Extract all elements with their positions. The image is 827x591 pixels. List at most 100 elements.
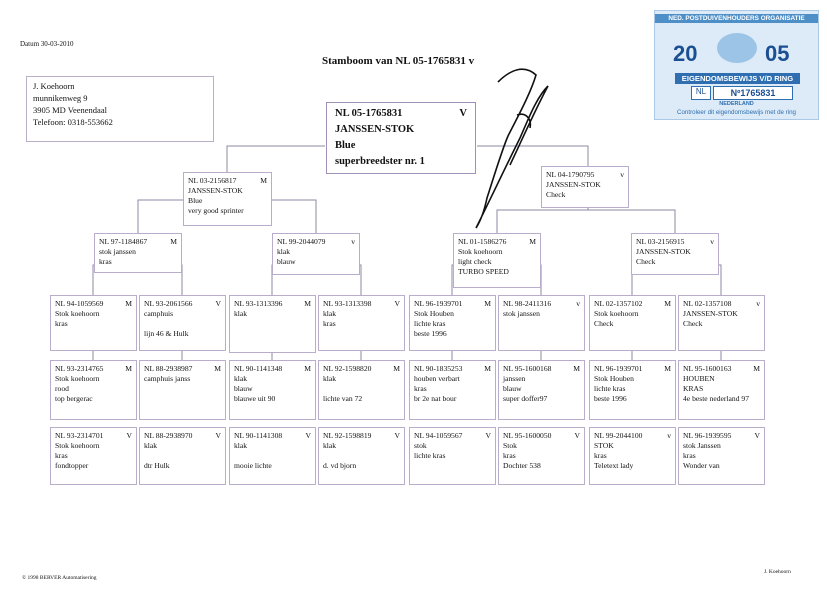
card-sex: V	[485, 431, 491, 440]
card-sex: v	[351, 237, 355, 246]
card-line: kras	[594, 451, 607, 460]
card-sex: v	[667, 431, 671, 440]
date-label: Datum 30-03-2010	[20, 40, 74, 48]
card-sex: V	[394, 431, 400, 440]
card-line: very good sprinter	[188, 206, 244, 215]
card-line: kras	[683, 451, 696, 460]
main-bird-remark: superbreedster nr. 1	[335, 156, 425, 167]
card-line	[323, 451, 400, 461]
card-ring: NL 98-2411316	[503, 299, 552, 308]
certificate-year-part-1: 20	[673, 41, 698, 66]
card-line	[234, 451, 311, 461]
card-ring: NL 96-1939595	[683, 431, 732, 440]
card-line: camphuis	[144, 309, 174, 318]
card-line: klak	[144, 441, 158, 450]
card-line: beste 1996	[594, 394, 627, 403]
owner-street: munnikenweg 9	[33, 93, 88, 103]
card-line: kras	[55, 451, 68, 460]
pedigree-card-great-grandparent: NL 98-2411316 v stok janssen	[498, 295, 585, 351]
card-sex: V	[394, 299, 400, 308]
card-sex: M	[753, 364, 760, 373]
card-sex: M	[304, 364, 311, 373]
card-line: lichte kras	[414, 319, 446, 328]
card-line	[144, 319, 221, 329]
card-ring: NL 90-1141308	[234, 431, 283, 440]
card-line: Wonder van	[683, 461, 720, 470]
card-line: super doffer97	[503, 394, 548, 403]
card-sex: M	[664, 299, 671, 308]
card-sex: M	[214, 364, 221, 373]
card-line: Stok koehoorn	[55, 441, 100, 450]
main-bird-strain: JANSSEN-STOK	[335, 124, 415, 135]
card-ring: NL 95-1600050	[503, 431, 552, 440]
card-line: TURBO SPEED	[458, 267, 509, 276]
card-ring: NL 97-1184867	[99, 237, 148, 246]
card-line: stok Janssen	[683, 441, 721, 450]
card-ring: NL 03-2156915	[636, 237, 685, 246]
card-sex: M	[484, 299, 491, 308]
card-line: Check	[594, 319, 614, 328]
certificate-region: NEDERLAND	[719, 101, 754, 107]
card-sex: v	[756, 299, 760, 308]
card-line: janssen	[503, 374, 526, 383]
owner-name: J. Koehoorn	[33, 81, 75, 91]
card-line: klak	[277, 247, 291, 256]
card-line: klak	[234, 374, 248, 383]
card-line: stok janssen	[503, 309, 540, 318]
card-sex: M	[260, 176, 267, 185]
owner-phone: Telefoon: 0318-553662	[33, 117, 113, 127]
card-line: kras	[414, 384, 427, 393]
card-sex: M	[664, 364, 671, 373]
card-ring: NL 02-1357108	[683, 299, 732, 308]
card-ring: NL 95-1600163	[683, 364, 732, 373]
card-line: br 2e nat bour	[414, 394, 457, 403]
owner-city: 3905 MD Veenendaal	[33, 105, 107, 115]
card-sex: M	[529, 237, 536, 246]
card-line: d. vd bjorn	[323, 461, 357, 470]
card-ring: NL 92-1598819	[323, 431, 372, 440]
card-ring: NL 01-1586276	[458, 237, 507, 246]
card-line: Stok Houben	[414, 309, 454, 318]
card-sex: V	[574, 431, 580, 440]
card-line: JANSSEN-STOK	[636, 247, 691, 256]
card-sex: M	[393, 364, 400, 373]
association-logo-icon	[717, 33, 757, 63]
card-ring: NL 93-2061566	[144, 299, 193, 308]
card-line: Stok koehoorn	[55, 374, 100, 383]
card-line: STOK	[594, 441, 614, 450]
card-line: top bergerac	[55, 394, 93, 403]
card-sex: V	[215, 431, 221, 440]
card-sex: v	[620, 170, 624, 179]
card-line: Stok	[503, 441, 517, 450]
card-line: dtr Hulk	[144, 461, 170, 470]
ring-certificate: NED. POSTDUIVENHOUDERS ORGANISATIE 20 05…	[654, 10, 819, 120]
card-line: Stok koehoorn	[458, 247, 503, 256]
card-sex: M	[304, 299, 311, 308]
card-line: blauw	[277, 257, 296, 266]
card-line: klak	[323, 309, 337, 318]
card-ring: NL 92-1598820	[323, 364, 372, 373]
certificate-ring-label: EIGENDOMSBEWIJS V/D RING	[675, 73, 800, 84]
card-line: Dochter 538	[503, 461, 541, 470]
card-ring: NL 99-2044079	[277, 237, 326, 246]
card-line: stok	[414, 441, 427, 450]
card-line: HOUBEN	[683, 374, 715, 383]
card-line: Check	[636, 257, 656, 266]
card-ring: NL 03-2156817	[188, 176, 237, 185]
card-line: klak	[323, 374, 337, 383]
card-line: kras	[55, 319, 68, 328]
card-line: lijn 46 & Hulk	[144, 329, 189, 338]
card-line: Teletext lady	[594, 461, 634, 470]
card-sex: v	[576, 299, 580, 308]
card-line: beste 1996	[414, 329, 447, 338]
